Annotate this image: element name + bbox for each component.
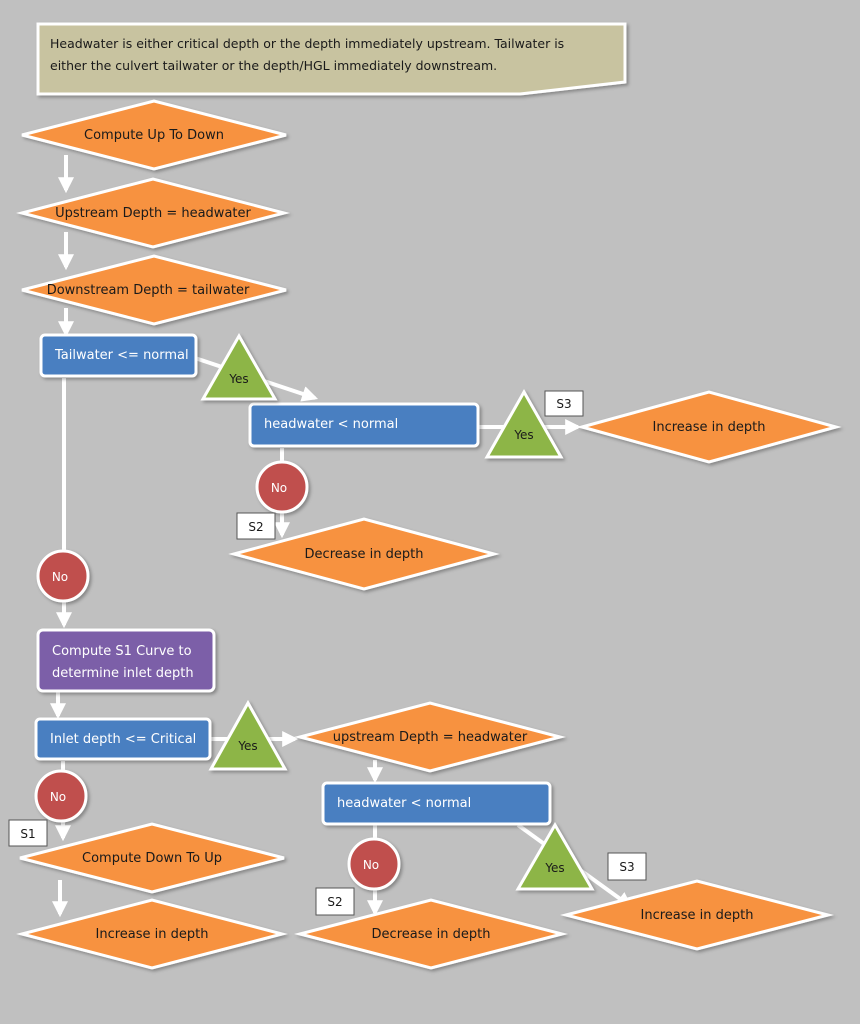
- tailwater-le-normal-label: Tailwater <= normal: [54, 348, 189, 363]
- yes-triangle-3: Yes: [208, 699, 288, 771]
- process-compute-s1-curve: Compute S1 Curve to determine inlet dept…: [36, 628, 216, 693]
- decrease-in-depth-1-label: Decrease in depth: [305, 547, 424, 562]
- decision-downstream-depth-tailwater: Downstream Depth = tailwater: [21, 254, 287, 326]
- yes-triangle-1: Yes: [200, 332, 278, 401]
- process-tailwater-le-normal: Tailwater <= normal: [39, 333, 198, 378]
- inlet-depth-le-critical-label: Inlet depth <= Critical: [50, 732, 196, 747]
- s3-label-2: S3: [619, 860, 634, 874]
- s2-label-2: S2: [327, 895, 342, 909]
- s2-label-1: S2: [248, 520, 263, 534]
- yes-triangle-4: Yes: [515, 822, 595, 891]
- s3-label-1: S3: [556, 397, 571, 411]
- no-label-2: No: [52, 570, 68, 584]
- upstream-depth-headwater-2-label: upstream Depth = headwater: [333, 730, 528, 745]
- decision-increase-in-depth-2: Increase in depth: [16, 898, 288, 970]
- upstream-depth-headwater-label: Upstream Depth = headwater: [55, 206, 251, 221]
- process-inlet-depth-le-critical: Inlet depth <= Critical: [34, 717, 212, 761]
- note-box: Headwater is either critical depth or th…: [36, 22, 627, 96]
- compute-s1-line-1: Compute S1 Curve to: [52, 644, 192, 659]
- decrease-in-depth-2-label: Decrease in depth: [372, 927, 491, 942]
- headwater-lt-normal-2-label: headwater < normal: [337, 796, 471, 811]
- s1-label: S1: [20, 827, 35, 841]
- s3-label-box-2: S3: [607, 852, 647, 881]
- decision-compute-up-to-down: Compute Up To Down: [21, 99, 287, 171]
- s2-label-box-2: S2: [315, 887, 355, 916]
- s2-label-box-1: S2: [236, 512, 276, 540]
- no-label-4: No: [363, 858, 379, 872]
- decision-upstream-depth-headwater: Upstream Depth = headwater: [16, 177, 290, 249]
- increase-in-depth-1-label: Increase in depth: [653, 420, 766, 435]
- decision-compute-down-to-up: Compute Down To Up: [19, 822, 285, 894]
- process-headwater-lt-normal-1: headwater < normal: [248, 402, 480, 448]
- no-circle-3: No: [34, 769, 88, 823]
- no-circle-1: No: [255, 460, 309, 514]
- no-label-3: No: [50, 790, 66, 804]
- decision-upstream-depth-headwater-2: upstream Depth = headwater: [294, 701, 566, 773]
- decision-decrease-in-depth-1: Decrease in depth: [228, 517, 500, 591]
- yes-label-3: Yes: [237, 739, 257, 753]
- no-circle-2: No: [36, 549, 90, 603]
- compute-s1-line-2: determine inlet depth: [52, 666, 194, 681]
- decision-increase-in-depth-1: Increase in depth: [576, 390, 842, 464]
- s3-label-box-1: S3: [544, 390, 584, 417]
- yes-triangle-2: Yes: [484, 388, 564, 459]
- note-line-1: Headwater is either critical depth or th…: [50, 36, 564, 51]
- downstream-depth-tailwater-label: Downstream Depth = tailwater: [47, 283, 250, 298]
- decision-decrease-in-depth-2: Decrease in depth: [294, 898, 568, 970]
- increase-in-depth-2-label: Increase in depth: [96, 927, 209, 942]
- decision-increase-in-depth-3: Increase in depth: [560, 879, 834, 951]
- headwater-lt-normal-1-label: headwater < normal: [264, 417, 398, 432]
- compute-up-to-down-label: Compute Up To Down: [84, 128, 224, 143]
- yes-label-2: Yes: [513, 428, 533, 442]
- increase-in-depth-3-label: Increase in depth: [641, 908, 754, 923]
- note-line-2: either the culvert tailwater or the dept…: [50, 58, 497, 73]
- no-circle-4: No: [347, 837, 401, 891]
- s1-label-box: S1: [8, 819, 48, 847]
- no-label-1: No: [271, 481, 287, 495]
- yes-label-4: Yes: [544, 861, 564, 875]
- compute-down-to-up-label: Compute Down To Up: [82, 851, 222, 866]
- yes-label-1: Yes: [228, 372, 248, 386]
- process-headwater-lt-normal-2: headwater < normal: [321, 781, 552, 826]
